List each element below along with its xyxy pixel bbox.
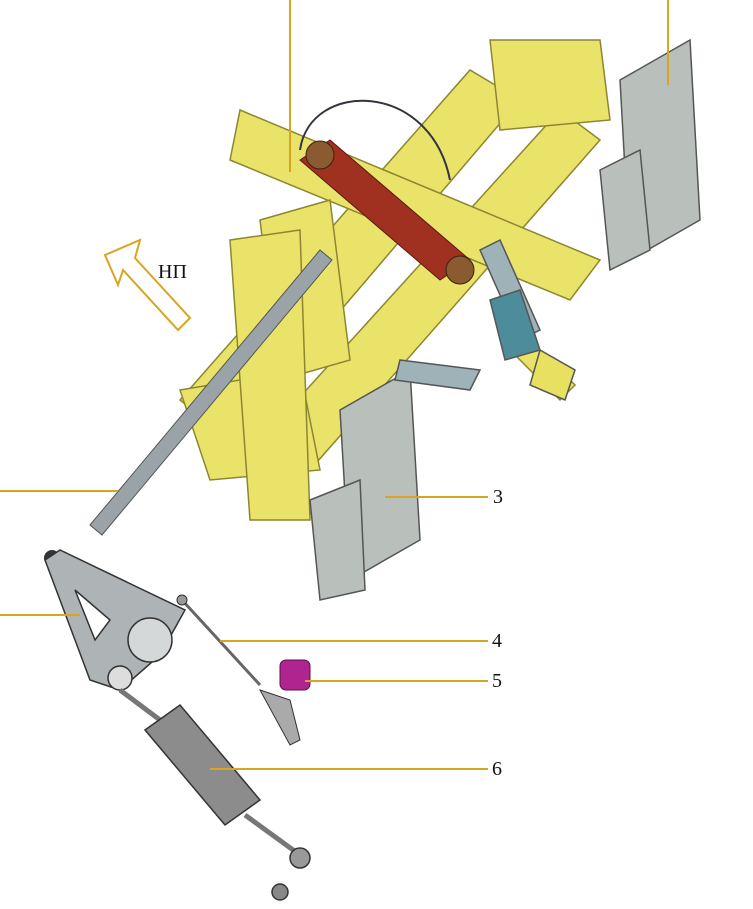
linkage [394,238,576,402]
coil [299,99,475,285]
side-plate [309,38,701,601]
callout-5: 5 [492,670,502,692]
lever [44,549,187,691]
callout-6: 6 [492,758,502,780]
callout-4: 4 [492,630,502,652]
small-rod [176,594,311,746]
sensor [279,659,311,691]
leader-lines [0,0,669,770]
direction-label: НП [158,261,187,283]
damper [118,688,311,901]
direction-arrow-icon [103,238,192,332]
callout-3: 3 [493,486,503,508]
